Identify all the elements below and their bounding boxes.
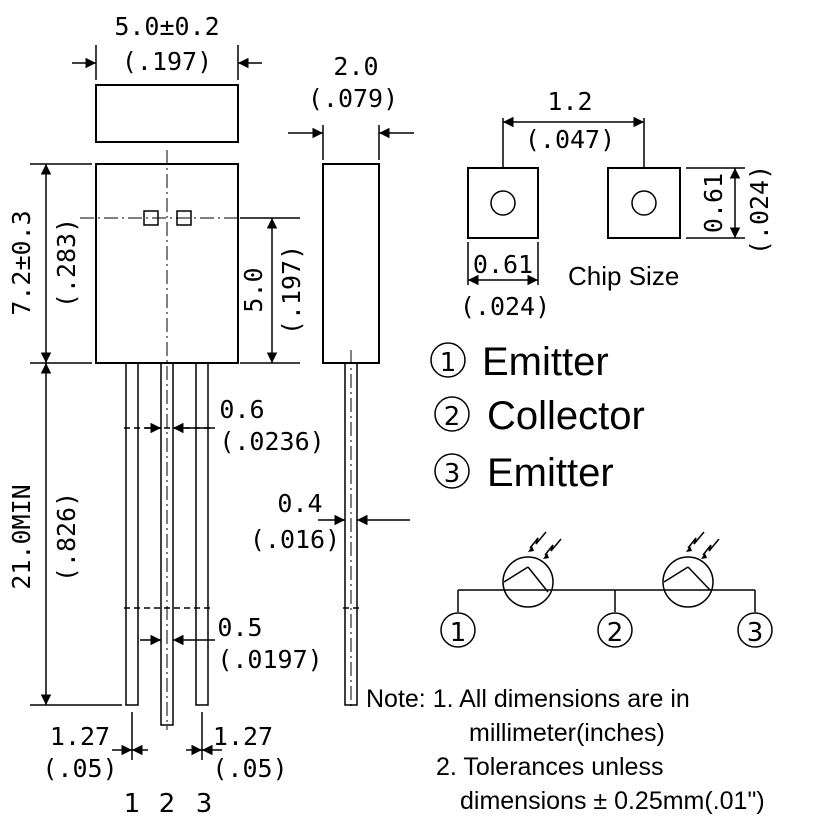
width-top-in: (.197) — [122, 47, 212, 76]
phototransistor-2 — [662, 556, 714, 608]
pitch-left-in: (.05) — [42, 754, 117, 783]
legend-num-1: 1 — [440, 348, 457, 378]
lead-narrow-in: (.0197) — [217, 645, 322, 674]
depth-mm: 2.0 — [333, 52, 378, 81]
pitch-right-in: (.05) — [212, 754, 287, 783]
height-in: (.283) — [52, 218, 81, 308]
chip-pad-1 — [467, 167, 539, 239]
pitch-left-mm: 1.27 — [50, 722, 110, 751]
legend-name-2: Collector — [487, 394, 645, 438]
chip-spacing-mm: 1.2 — [547, 87, 592, 116]
pin-number-3: 3 — [196, 789, 213, 819]
legend-num-3: 3 — [444, 459, 461, 489]
phototransistor-1 — [502, 556, 554, 608]
pad-height-in: (.024) — [745, 165, 774, 255]
legend-name-3: Emitter — [487, 451, 614, 495]
side-view-body — [322, 163, 380, 364]
lead-wide-mm: 0.6 — [219, 395, 264, 424]
schematic-node-2: 2 — [607, 618, 624, 648]
lead-thick-mm: 0.4 — [277, 489, 322, 518]
pad-width-mm: 0.61 — [473, 250, 533, 279]
chip-size-label: Chip Size — [568, 261, 679, 291]
depth-in: (.079) — [308, 84, 398, 113]
side-view-lead — [344, 362, 358, 706]
schematic-node-1: 1 — [450, 618, 467, 648]
pin-number-1: 1 — [124, 789, 141, 819]
note-line-1: Note: 1. All dimensions are in — [366, 685, 690, 713]
chip-pad-right — [176, 210, 192, 226]
chip-pad-2 — [607, 167, 681, 239]
lead-narrow-mm: 0.5 — [217, 613, 262, 642]
lead-thick-in: (.016) — [250, 525, 340, 554]
lead-wide-in: (.0236) — [219, 427, 324, 456]
note-line-4: dimensions ± 0.25mm(.01") — [460, 787, 765, 815]
pin-legend: 1 Emitter 2 Collector 3 Emitter — [430, 340, 645, 495]
chip-spacing-in: (.047) — [525, 125, 615, 154]
lead-length-mm: 21.0MIN — [7, 484, 36, 589]
width-top-mm: 5.0±0.2 — [114, 12, 219, 41]
legend-name-1: Emitter — [482, 340, 609, 384]
pad-width-in: (.024) — [460, 292, 550, 321]
pin-number-2: 2 — [159, 789, 176, 819]
note-line-3: 2. Tolerances unless — [436, 753, 663, 781]
chip-pad-left — [143, 210, 159, 226]
lead-length-in: (.826) — [52, 492, 81, 582]
inner-height-mm: 5.0 — [239, 267, 268, 312]
top-view-body — [95, 84, 239, 143]
legend-num-2: 2 — [444, 402, 461, 432]
schematic: 1 2 3 — [440, 531, 773, 648]
pad-height-mm: 0.61 — [699, 173, 728, 233]
notes: Note: 1. All dimensions are in millimete… — [366, 685, 765, 815]
height-mm: 7.2±0.3 — [7, 210, 36, 315]
inner-height-in: (.197) — [277, 245, 306, 335]
pitch-right-mm: 1.27 — [213, 722, 273, 751]
note-line-2: millimeter(inches) — [469, 719, 665, 747]
leads — [124, 362, 210, 726]
schematic-node-3: 3 — [747, 618, 764, 648]
